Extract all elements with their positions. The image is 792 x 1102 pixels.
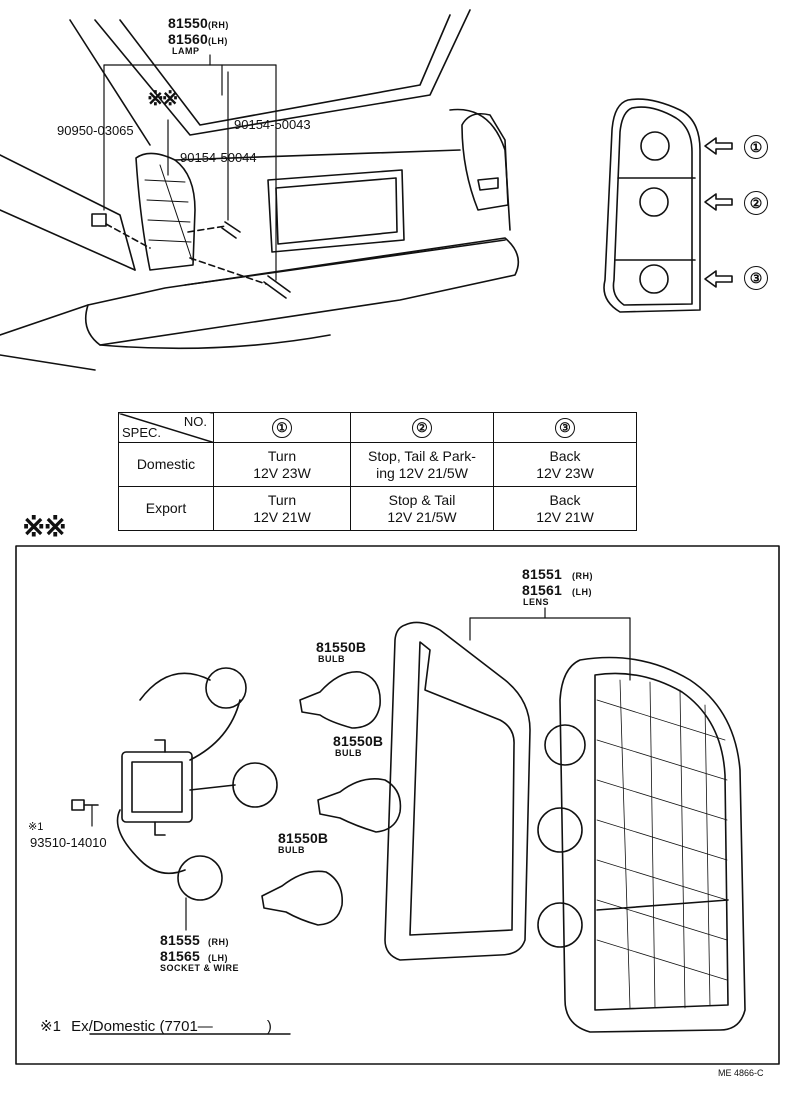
screw-part-number-b: 90154-50044: [180, 150, 257, 165]
footnote-close: ): [266, 1018, 272, 1035]
col-header-2: ②: [350, 412, 494, 443]
nut-part-number: 90950-03065: [57, 123, 134, 138]
bulb-2-label: BULB: [335, 748, 362, 758]
domestic-cell-3-line1: Back: [549, 448, 581, 465]
col-header-2-text: ②: [412, 417, 432, 438]
spec-table-header-row: NO. SPEC. ① ② ③: [118, 412, 637, 443]
spec-row-domestic-label: Domestic: [118, 442, 214, 487]
gasket-illustration: [384, 621, 531, 961]
domestic-cell-2-line1: Stop, Tail & Park-: [368, 448, 476, 465]
document-code: ME 4866-C: [718, 1068, 764, 1078]
bulb-1-part: 81550B: [316, 639, 367, 655]
socket-wire-illustration: [71, 667, 278, 901]
lens-lh-part: 81561 (LH): [522, 583, 592, 597]
lens-detail-illustration: [537, 656, 746, 1033]
lamp-lh-side: (LH): [207, 36, 228, 46]
domestic-cell-1-line1: Turn: [267, 448, 297, 465]
domestic-cell-2: Stop, Tail & Park-ing 12V 21/5W: [350, 442, 494, 487]
socket-lh-side: (LH): [208, 953, 229, 963]
bulb-3-part: 81550B: [278, 830, 329, 846]
asterisk-marks-detail: ※※: [22, 511, 67, 542]
screw-part-number-a: 90154-50043: [234, 117, 311, 132]
socket-rh-number: 81555: [160, 932, 200, 948]
vehicle-rear-body: [0, 9, 520, 371]
export-cell-1-line1: Turn: [267, 492, 297, 509]
socket-label: SOCKET & WIRE: [160, 963, 240, 973]
export-cell-3-line1: Back: [549, 492, 581, 509]
lamp-label: LAMP: [172, 46, 200, 56]
bulb-1-label: BULB: [318, 654, 345, 664]
screw-part-number: 93510-14010: [30, 835, 107, 850]
lens-position-1: ①: [744, 135, 768, 159]
socket-rh-side: (RH): [208, 937, 230, 947]
export-cell-3-line2: 12V 21W: [536, 508, 594, 525]
bulb-2-part: 81550B: [333, 733, 384, 749]
lamp-rh-number: 81550: [168, 15, 208, 31]
socket-lh-part: 81565 (LH): [160, 949, 228, 963]
leader-lines-detail: [91, 607, 631, 931]
spec-table-corner: NO. SPEC.: [118, 412, 214, 443]
lens-lh-side: (LH): [572, 587, 593, 597]
corner-no-label: NO.: [183, 414, 207, 429]
col-header-1-text: ①: [272, 417, 292, 438]
lens-rh-number: 81551: [522, 566, 562, 582]
leader-lines-top: [103, 54, 277, 281]
lens-position-3: ③: [744, 266, 768, 290]
domestic-cell-2-line2: ing 12V 21/5W: [376, 464, 468, 481]
fastener-illustrations: [91, 213, 291, 299]
lamp-lh-part: 81560(LH): [168, 32, 228, 46]
export-cell-2-line1: Stop & Tail: [388, 492, 456, 509]
footnote-mark: ※1: [40, 1018, 61, 1035]
domestic-cell-3-line2: 12V 23W: [536, 464, 594, 481]
lens-position-2: ②: [744, 191, 768, 215]
lens-rh-side: (RH): [572, 571, 594, 581]
export-cell-2-line2: 12V 21/5W: [387, 508, 457, 525]
tail-lamp-illustration: [135, 152, 196, 271]
lens-front-view: [603, 98, 733, 313]
footnote: ※1 Ex/Domestic (7701—): [40, 1019, 272, 1034]
corner-spec-label: SPEC.: [122, 425, 162, 441]
detail-frame: [15, 545, 780, 1065]
domestic-cell-1-line2: 12V 23W: [253, 464, 311, 481]
export-cell-1-line2: 12V 21W: [253, 508, 311, 525]
col-header-3-text: ③: [555, 417, 575, 438]
lamp-rh-part: 81550(RH): [168, 16, 229, 30]
bulb-3-label: BULB: [278, 845, 305, 855]
footnote-text: Ex/Domestic (7701—: [71, 1018, 213, 1035]
bulb-illustrations: [261, 671, 402, 926]
screw-mark: ※1: [28, 821, 44, 833]
lens-lh-number: 81561: [522, 582, 562, 598]
socket-lh-number: 81565: [160, 948, 200, 964]
spec-row-export-label: Export: [118, 486, 214, 531]
lamp-lh-number: 81560: [168, 31, 208, 47]
lens-rh-part: 81551 (RH): [522, 567, 593, 581]
col-header-3: ③: [493, 412, 637, 443]
lens-label: LENS: [523, 597, 550, 607]
col-header-1: ①: [213, 412, 351, 443]
socket-rh-part: 81555 (RH): [160, 933, 229, 947]
asterisk-marks-top: ※※: [147, 88, 178, 110]
lamp-rh-side: (RH): [207, 20, 229, 30]
